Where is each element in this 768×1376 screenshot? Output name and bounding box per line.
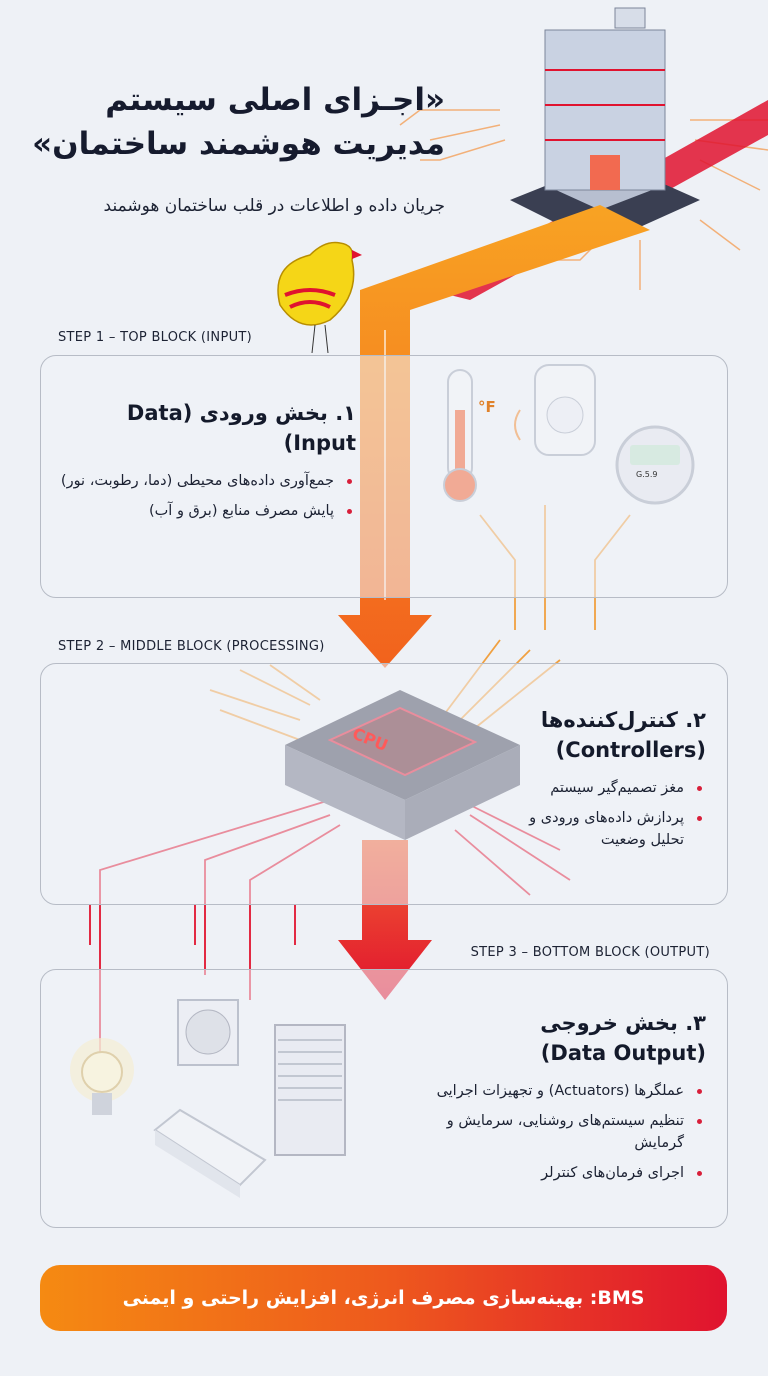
output-bullet: عملگرها (Actuators) و تجهیزات اجرایی bbox=[420, 1080, 706, 1102]
bird-logo bbox=[277, 241, 362, 354]
step-2-label: STEP 2 – MIDDLE BLOCK (PROCESSING) bbox=[58, 639, 325, 654]
output-section: ۳. بخش خروجی (Data Output) عملگرها (Actua… bbox=[420, 1008, 706, 1192]
page-title: «اجـزای اصلی سیستم مدیریت هوشمند ساختمان… bbox=[0, 78, 445, 166]
processing-section: ۲. کنترل‌کننده‌ها (Controllers) مغز تصمیم… bbox=[500, 705, 706, 859]
page-subtitle: جریان داده و اطلاعات در قلب ساختمان هوشم… bbox=[103, 196, 445, 216]
processing-heading-fa: ۲. کنترل‌کننده‌ها bbox=[540, 708, 706, 732]
output-heading-fa: ۳. بخش خروجی bbox=[540, 1011, 706, 1035]
processing-bullet: پردازش داده‌های ورودی و تحلیل وضعیت bbox=[500, 807, 706, 851]
input-heading: ۱. بخش ورودی (Data Input) bbox=[126, 401, 356, 455]
footer-banner: BMS: بهینه‌سازی مصرف انرژی، افزایش راحتی… bbox=[40, 1265, 727, 1331]
output-bullet: اجرای فرمان‌های کنترلر bbox=[420, 1162, 706, 1184]
output-flow-arrow bbox=[338, 840, 432, 1000]
footer-banner-text: BMS: بهینه‌سازی مصرف انرژی، افزایش راحتی… bbox=[122, 1287, 645, 1309]
input-bullet: جمع‌آوری داده‌های محیطی (دما، رطوبت، نور… bbox=[56, 470, 356, 492]
title-line-2: مدیریت هوشمند ساختمان» bbox=[32, 126, 445, 162]
meter-reading: G.5.9 bbox=[636, 470, 658, 479]
processing-heading-en: (Controllers) bbox=[555, 738, 706, 762]
output-block bbox=[40, 969, 728, 1228]
title-line-1: «اجـزای اصلی سیستم bbox=[105, 82, 445, 118]
thermometer-unit: °F bbox=[478, 398, 496, 416]
step-3-label: STEP 3 – BOTTOM BLOCK (OUTPUT) bbox=[470, 945, 710, 960]
output-heading: ۳. بخش خروجی (Data Output) bbox=[420, 1008, 706, 1068]
step-1-label: STEP 1 – TOP BLOCK (INPUT) bbox=[58, 330, 253, 345]
input-block bbox=[40, 355, 728, 598]
output-bullet: تنظیم سیستم‌های روشنایی، سرمایش و گرمایش bbox=[420, 1110, 706, 1154]
processing-heading: ۲. کنترل‌کننده‌ها (Controllers) bbox=[500, 705, 706, 765]
processing-bullet: مغز تصمیم‌گیر سیستم bbox=[500, 777, 706, 799]
input-section: ۱. بخش ورودی (Data Input) جمع‌آوری داده‌… bbox=[56, 398, 356, 530]
output-heading-en: (Data Output) bbox=[540, 1041, 706, 1065]
input-bullet: پایش مصرف منابع (برق و آب) bbox=[56, 500, 356, 522]
processing-block bbox=[40, 663, 728, 905]
